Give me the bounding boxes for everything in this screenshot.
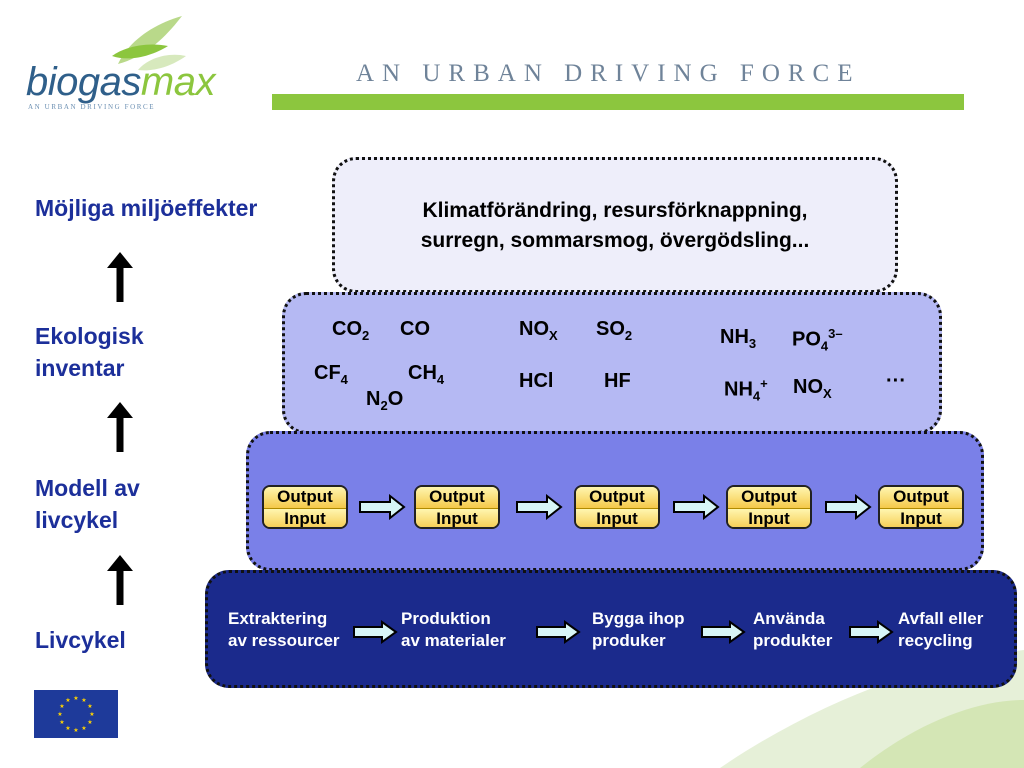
arrow-up-icon <box>107 402 133 452</box>
lifecycle-step-assembly: Bygga ihop produker <box>592 608 685 652</box>
leaf-logo-icon <box>112 16 186 71</box>
effects-text-line1: Klimatförändring, resursförknappning, <box>422 199 808 222</box>
lifecycle-step-line2: produker <box>592 631 666 650</box>
input-label: Input <box>576 509 658 527</box>
input-label: Input <box>728 509 810 527</box>
svg-text:★: ★ <box>87 703 92 710</box>
chem-po4: PO43– <box>792 326 843 354</box>
chem-hcl: HCl <box>519 370 554 392</box>
lifecycle-step-line1: Produktion <box>401 609 491 628</box>
svg-text:★: ★ <box>73 727 78 734</box>
lifecycle-step-production: Produktion av materialer <box>401 608 506 652</box>
chem-nox-2: NOX <box>793 376 832 401</box>
svg-text:★: ★ <box>81 697 86 704</box>
lifecycle-step-line2: recycling <box>898 631 973 650</box>
output-input-block-3: Output Input <box>574 485 660 529</box>
lifecycle-step-line1: Avfall eller <box>898 609 984 628</box>
output-label: Output <box>264 487 346 509</box>
label-lifecycle-model-line2: livcykel <box>35 507 119 533</box>
lifecycle-step-waste: Avfall eller recycling <box>898 608 983 652</box>
output-input-block-2: Output Input <box>414 485 500 529</box>
lifecycle-step-line1: Använda <box>753 609 825 628</box>
effects-text: Klimatförändring, resursförknappning, su… <box>332 196 898 256</box>
lifecycle-step-line1: Extraktering <box>228 609 328 628</box>
chem-co: CO <box>400 318 430 340</box>
arrow-right-icon <box>359 494 406 520</box>
chem-nh3: NH3 <box>720 326 757 351</box>
label-lifecycle: Livcykel <box>35 627 126 653</box>
chem-nh4: NH4+ <box>724 376 768 404</box>
output-label: Output <box>728 487 810 509</box>
arrow-up-icon <box>107 252 133 302</box>
svg-text:★: ★ <box>59 703 64 710</box>
svg-text:★: ★ <box>65 725 70 732</box>
lifecycle-step-extraction: Extraktering av ressourcer <box>228 608 340 652</box>
output-label: Output <box>576 487 658 509</box>
arrow-right-icon <box>353 620 398 644</box>
svg-text:★: ★ <box>73 695 78 702</box>
input-label: Input <box>880 509 962 527</box>
label-lifecycle-model: Modell av livcykel <box>35 472 140 536</box>
logo-wordmark: biogasmax <box>26 60 215 104</box>
label-ecological-inventory: Ekologisk inventar <box>35 320 144 384</box>
inventory-box <box>282 292 942 434</box>
chem-ch4: CH4 <box>408 362 445 387</box>
header-tagline: AN URBAN DRIVING FORCE <box>356 60 861 87</box>
chem-cf4: CF4 <box>314 362 348 387</box>
effects-text-line2: surregn, sommarsmog, övergödsling... <box>420 229 810 252</box>
svg-text:★: ★ <box>57 711 62 718</box>
effects-box <box>332 157 898 293</box>
output-input-block-5: Output Input <box>878 485 964 529</box>
header-green-bar <box>272 94 964 110</box>
arrow-right-icon <box>701 620 746 644</box>
input-label: Input <box>264 509 346 527</box>
lifecycle-step-line2: av ressourcer <box>228 631 340 650</box>
svg-text:★: ★ <box>81 725 86 732</box>
chem-co2: CO2 <box>332 318 370 343</box>
lifecycle-step-line1: Bygga ihop <box>592 609 685 628</box>
label-ecological-inventory-line1: Ekologisk <box>35 323 144 349</box>
svg-text:★: ★ <box>59 719 64 726</box>
chem-hf: HF <box>604 370 631 392</box>
arrow-right-icon <box>536 620 581 644</box>
chem-so2: SO2 <box>596 318 633 343</box>
lifecycle-step-line2: av materialer <box>401 631 506 650</box>
label-lifecycle-model-line1: Modell av <box>35 475 140 501</box>
arrow-up-icon <box>107 555 133 605</box>
lifecycle-step-line2: produkter <box>753 631 833 650</box>
arrow-right-icon <box>825 494 872 520</box>
eu-flag-icon: ★★★ ★★★ ★★★ ★★★ <box>34 690 118 738</box>
chem-n2o: N2O <box>366 388 404 413</box>
label-possible-effects: Möjliga miljöeffekter <box>35 195 258 221</box>
svg-text:★: ★ <box>89 711 94 718</box>
output-label: Output <box>880 487 962 509</box>
label-ecological-inventory-line2: inventar <box>35 355 125 381</box>
chem-ellipsis: ··· <box>886 370 906 392</box>
logo-subtitle: AN URBAN DRIVING FORCE <box>28 103 156 111</box>
arrow-right-icon <box>516 494 563 520</box>
output-label: Output <box>416 487 498 509</box>
svg-text:★: ★ <box>87 719 92 726</box>
output-input-block-1: Output Input <box>262 485 348 529</box>
lifecycle-step-use: Använda produkter <box>753 608 832 652</box>
input-label: Input <box>416 509 498 527</box>
chem-nox: NOX <box>519 318 558 343</box>
output-input-block-4: Output Input <box>726 485 812 529</box>
svg-text:★: ★ <box>65 697 70 704</box>
arrow-right-icon <box>849 620 894 644</box>
arrow-right-icon <box>673 494 720 520</box>
